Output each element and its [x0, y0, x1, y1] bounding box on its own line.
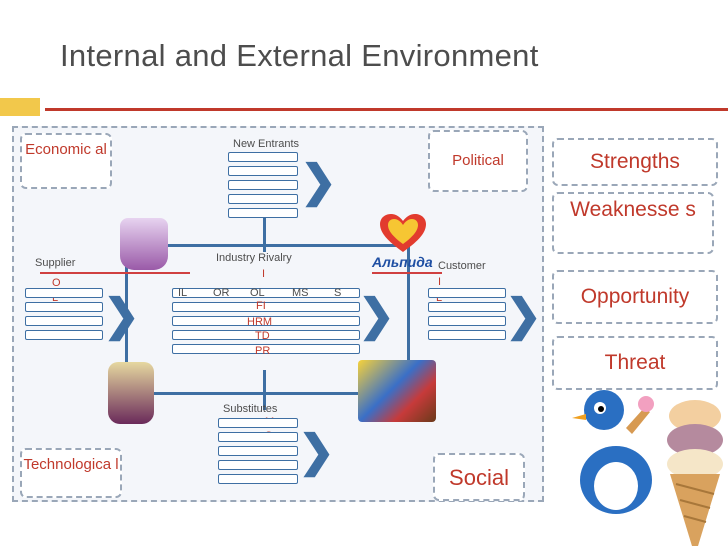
chevron-right-icon: ❯: [358, 291, 395, 340]
technological-label: Technologica l: [23, 456, 119, 473]
slide-title: Internal and External Environment: [60, 38, 539, 73]
social-box: Social: [433, 453, 525, 501]
supplier-l: L: [52, 292, 59, 304]
ice-cream-tub-icon: [120, 218, 168, 270]
connector-mid2: [263, 370, 266, 410]
rivalry-il: IL: [178, 287, 188, 299]
customer-l: L: [436, 292, 443, 304]
rivalry-td: TD: [255, 330, 270, 342]
connector-bottom: [125, 392, 410, 395]
technological-box: Technologica l: [20, 448, 122, 498]
social-label: Social: [449, 465, 509, 490]
connector-right: [407, 244, 410, 394]
chevron-right-icon: ❯: [300, 157, 337, 206]
supplier-o: O: [52, 277, 61, 289]
substitutes-stack: [218, 418, 298, 488]
connector-mid: [263, 212, 266, 252]
rivalry-ms: MS: [292, 287, 309, 299]
new-entrants-stack: [228, 152, 298, 222]
supplier-label: Supplier: [35, 257, 76, 269]
title-accent-bar: [0, 98, 40, 116]
rivalry-s: S: [334, 287, 342, 299]
chevron-right-icon: ❯: [103, 291, 140, 340]
connector-top: [125, 244, 410, 247]
red-connector-right: [372, 272, 442, 274]
brand-text: Альпида: [372, 254, 433, 270]
economical-label: Economic al: [25, 141, 107, 158]
customer-i: I: [438, 276, 442, 288]
customer-stack: [428, 288, 506, 344]
industry-rivalry-label: Industry Rivalry: [216, 252, 292, 264]
ice-cream-bars-icon: [358, 360, 436, 422]
swot-weaknesses: Weaknesse s: [552, 192, 714, 254]
rivalry-hrm: HRM: [247, 316, 273, 328]
supplier-stack: [25, 288, 103, 344]
substitutes-label: Substitutes: [223, 403, 278, 415]
customer-label: Customer: [438, 260, 486, 272]
red-connector-left: [40, 272, 190, 274]
rivalry-or: OR: [213, 287, 230, 299]
rivalry-ol: OL: [250, 287, 265, 299]
industry-rivalry-stack: [172, 288, 360, 358]
political-label: Political: [452, 152, 504, 169]
rivalry-fi: FI: [256, 300, 266, 312]
connector-left: [125, 244, 128, 394]
swot-strengths: Strengths: [552, 138, 718, 186]
heart-logo-icon: [380, 214, 426, 252]
chevron-right-icon: ❯: [298, 427, 335, 476]
political-box: Political: [428, 130, 528, 192]
economical-box: Economic al: [20, 133, 112, 189]
chevron-right-icon: ❯: [505, 291, 542, 340]
swot-opportunity: Opportunity: [552, 270, 718, 324]
ice-cream-cone-icon: [667, 400, 723, 546]
ice-cream-tub-icon: [108, 362, 154, 424]
swot-threat: Threat: [552, 336, 718, 390]
title-underline: [45, 108, 728, 111]
new-entrants-label: New Entrants: [233, 138, 300, 150]
penguin-mascot-icon: [572, 390, 654, 514]
industry-rivalry-i: I: [262, 268, 266, 280]
rivalry-pr: PR: [255, 345, 271, 357]
